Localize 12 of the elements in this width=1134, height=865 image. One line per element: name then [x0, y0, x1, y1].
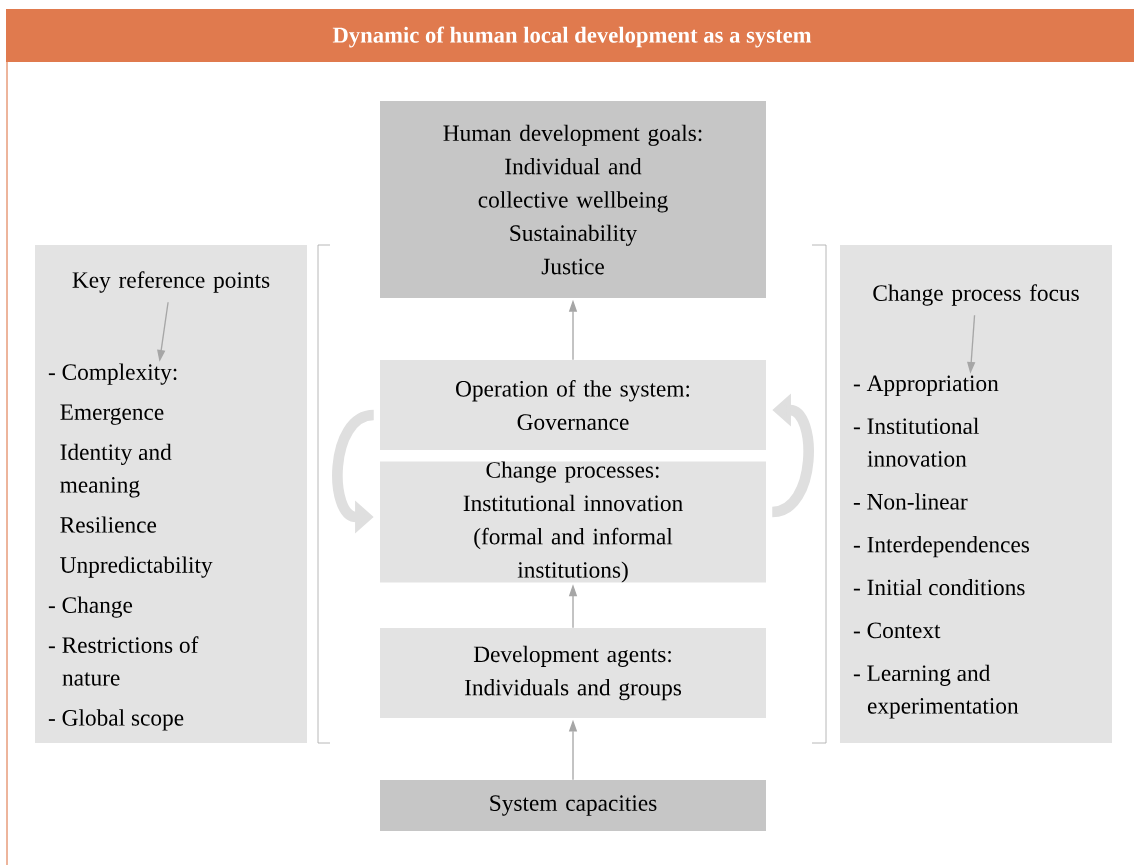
- bullet-list: - Appropriation - Institutional innovation - Non-linear - Interdependences - Initial conditions - Context - Learning and experimentation: [853, 375, 1030, 719]
- text-box: System capacities: [380, 780, 766, 831]
- side-panel: [35, 245, 307, 743]
- text-box: Development agents: Individuals and groups: [380, 628, 766, 718]
- side-panel: [840, 245, 1112, 743]
- panel-heading: Change process focus: [873, 284, 1079, 306]
- title-bar: Dynamic of human local development as a system: [6, 9, 1134, 62]
- bullet-list: - Complexity: Emergence Identity and meaning Resilience Unpredictability - Change - Restrictions of nature - Global scope: [48, 363, 213, 731]
- text-box: Human development goals: Individual and collective wellbeing Sustainability Justice: [380, 100, 766, 299]
- text-box: Change processes: Institutional innovation (formal and informal institutions): [380, 461, 766, 583]
- text-box: Operation of the system: Governance: [380, 360, 766, 450]
- panel-heading: Key reference points: [72, 271, 270, 293]
